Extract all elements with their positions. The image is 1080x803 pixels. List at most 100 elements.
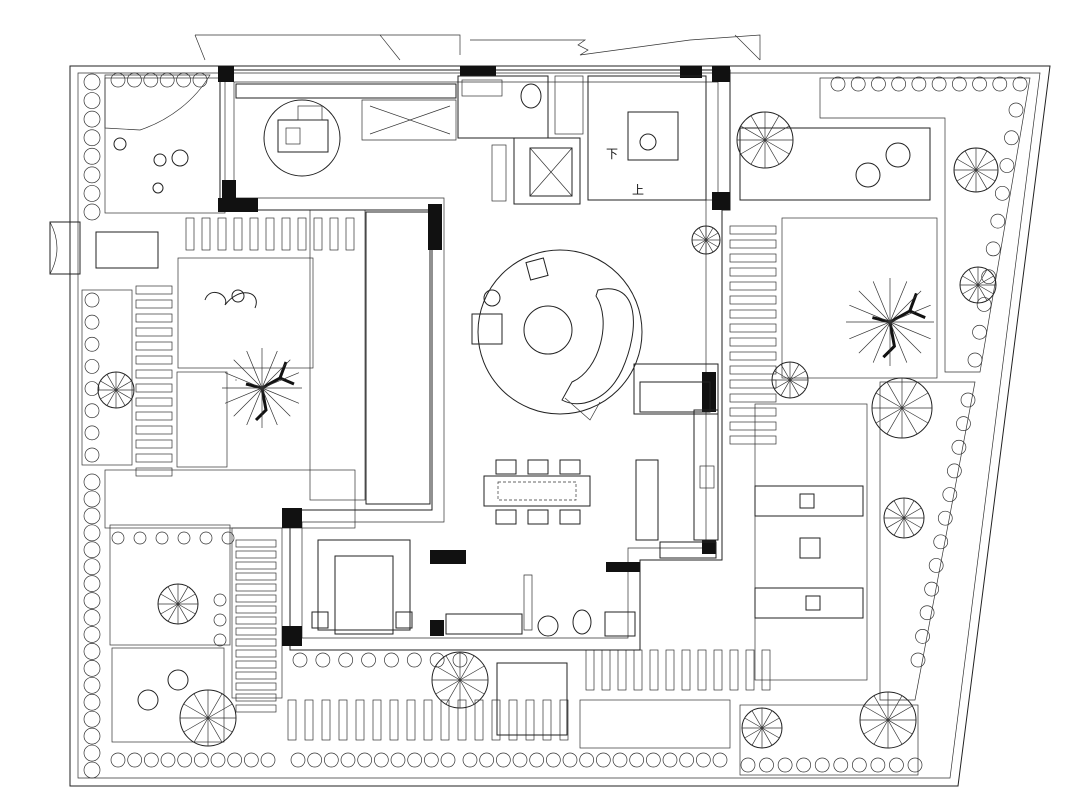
- shrub: [84, 292, 100, 308]
- shrub: [83, 203, 101, 221]
- shrub: [83, 626, 101, 643]
- shrub: [315, 652, 331, 668]
- paver: [235, 550, 277, 559]
- pergola: [754, 485, 864, 619]
- paver: [265, 217, 275, 251]
- paver: [135, 425, 173, 435]
- shrub: [83, 73, 101, 91]
- shrub: [960, 392, 976, 408]
- shrub: [83, 558, 101, 576]
- paver: [235, 572, 277, 581]
- paver: [235, 704, 277, 713]
- shrub: [796, 757, 812, 773]
- paver: [235, 638, 277, 647]
- tree: [157, 583, 199, 625]
- paver: [729, 393, 777, 403]
- shrub: [1008, 102, 1024, 118]
- paver: [235, 682, 277, 691]
- tree: [953, 147, 999, 193]
- tree: [859, 691, 917, 749]
- shrub: [323, 752, 339, 768]
- paver: [235, 561, 277, 570]
- shrub: [406, 652, 422, 668]
- shrub: [712, 752, 728, 768]
- paver: [729, 239, 777, 249]
- paver: [729, 267, 777, 277]
- shrub: [931, 76, 947, 92]
- paver: [559, 699, 569, 741]
- shrub: [759, 757, 774, 773]
- paver: [235, 594, 277, 603]
- shrub: [111, 531, 125, 545]
- stepping-pavers: [135, 217, 777, 741]
- shrub: [985, 241, 1001, 257]
- shrub: [83, 744, 101, 762]
- tiled-terrace: [365, 211, 431, 505]
- tree: [736, 111, 794, 169]
- paver: [729, 323, 777, 333]
- shrub: [695, 752, 711, 768]
- shrub: [967, 352, 983, 368]
- shrub: [423, 752, 439, 768]
- shrub: [870, 757, 886, 773]
- study-room: [235, 83, 457, 177]
- shrub: [83, 524, 101, 542]
- shrub: [612, 752, 628, 768]
- shrub: [159, 72, 175, 88]
- shrub: [292, 652, 308, 668]
- paver: [729, 649, 739, 691]
- shrub: [891, 76, 907, 92]
- tree: [97, 371, 135, 409]
- site-boundary: [69, 65, 1051, 787]
- roof-overhang: [194, 34, 761, 61]
- paver: [281, 217, 291, 251]
- shrub: [199, 531, 213, 545]
- shrub: [127, 752, 143, 768]
- shrub: [956, 416, 971, 431]
- shrub: [595, 752, 611, 768]
- shrub: [495, 752, 511, 768]
- paver: [233, 217, 243, 251]
- elevator: [491, 137, 581, 205]
- shrub: [361, 652, 376, 668]
- shrub: [910, 652, 926, 668]
- shrub: [429, 652, 445, 668]
- shrub: [947, 463, 962, 479]
- stair-up-label: 上: [632, 183, 644, 197]
- paver: [338, 699, 348, 741]
- tree: [179, 689, 237, 747]
- paver: [304, 699, 314, 741]
- paver: [235, 627, 277, 636]
- tree: [691, 225, 721, 255]
- shrub: [479, 752, 495, 768]
- shrub: [83, 660, 101, 677]
- paver: [235, 671, 277, 680]
- shrub: [84, 359, 100, 374]
- shrub: [972, 76, 987, 92]
- lawn-areas: [81, 77, 1031, 776]
- paver: [697, 649, 707, 691]
- shrub: [919, 605, 935, 621]
- paver: [235, 605, 277, 614]
- paver: [313, 217, 323, 251]
- shrub: [851, 757, 867, 773]
- shrub: [227, 752, 243, 768]
- paver: [729, 295, 777, 305]
- paver: [617, 649, 627, 691]
- paver: [235, 660, 277, 669]
- paver: [135, 467, 173, 477]
- pine-tree: [222, 348, 302, 428]
- shrub: [814, 757, 830, 773]
- shrub: [213, 593, 227, 607]
- shrub: [951, 439, 967, 455]
- shrub: [972, 324, 987, 340]
- paver: [135, 397, 173, 407]
- garden-furniture: [113, 137, 911, 711]
- shrub: [579, 752, 595, 768]
- shrub: [143, 752, 159, 768]
- shrub: [338, 652, 354, 668]
- paver: [729, 225, 777, 235]
- shrub: [645, 752, 661, 768]
- shrub: [740, 757, 756, 773]
